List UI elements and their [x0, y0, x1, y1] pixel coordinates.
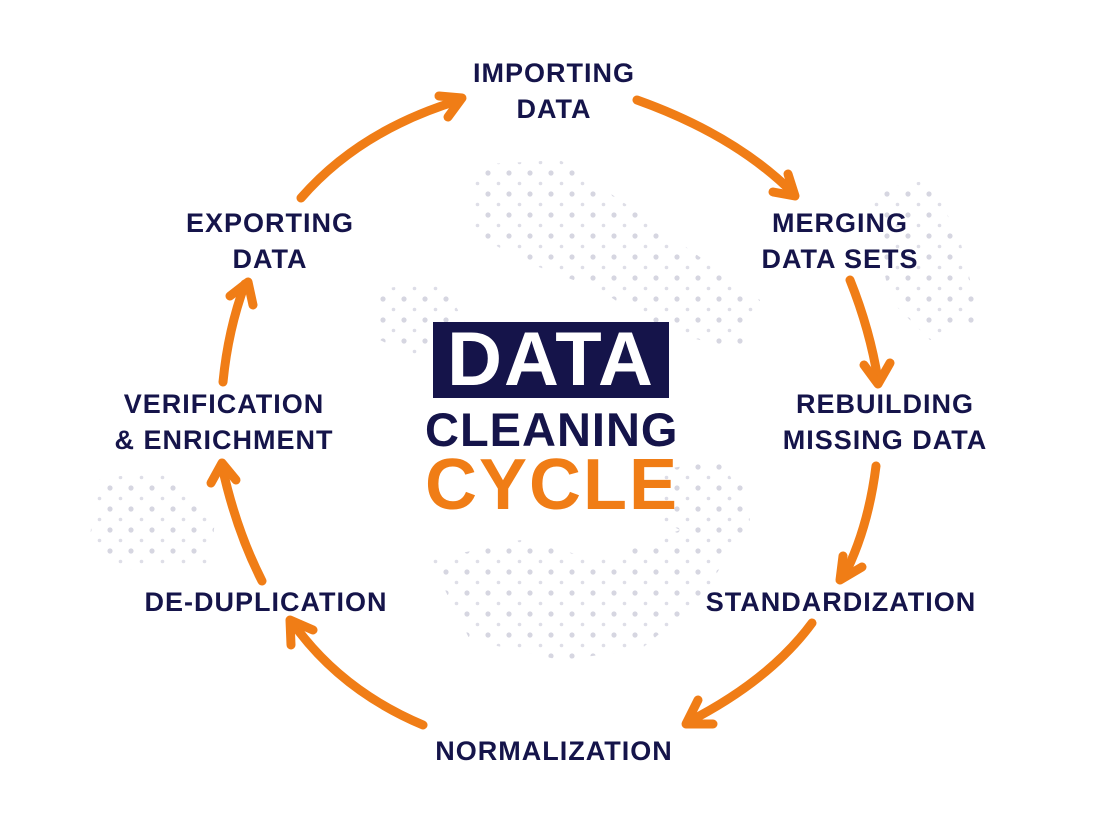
curved-arrow-icon [285, 615, 428, 730]
step-rebuilding-missing-data: REBUILDING MISSING DATA [765, 386, 1005, 458]
step-normalization: NORMALIZATION [415, 733, 693, 769]
step-label-line: NORMALIZATION [435, 736, 673, 766]
step-exporting-data: EXPORTING DATA [170, 205, 370, 277]
curved-arrow-icon [681, 618, 817, 729]
step-importing-data: IMPORTING DATA [440, 55, 668, 127]
step-label-line: REBUILDING [796, 389, 974, 419]
step-verification-enrichment: VERIFICATION & ENRICHMENT [98, 386, 350, 458]
step-label-line: STANDARDIZATION [705, 587, 977, 617]
curved-arrow-icon [632, 95, 800, 201]
step-label-line: DE-DUPLICATION [144, 587, 388, 617]
curved-arrow-icon [206, 458, 267, 586]
curved-arrow-icon [296, 91, 467, 203]
curved-arrow-icon [218, 277, 258, 387]
curved-arrow-icon [845, 275, 895, 389]
step-label-line: EXPORTING [185, 208, 355, 238]
step-label-line: DATA SETS [761, 244, 919, 274]
title-data-box [433, 322, 669, 398]
step-merging-data-sets: MERGING DATA SETS [740, 205, 940, 277]
curved-arrow-icon [835, 461, 881, 585]
step-label-line: MISSING DATA [782, 425, 988, 455]
step-label-line: DATA [516, 94, 592, 124]
step-standardization: STANDARDIZATION [685, 584, 997, 620]
step-label-line: DATA [232, 244, 308, 274]
step-label-line: MERGING [771, 208, 908, 238]
title-cleaning: CLEANING [425, 403, 679, 456]
title-data: DATA [447, 317, 655, 402]
step-label-line: VERIFICATION [123, 389, 325, 419]
step-label-line: IMPORTING [473, 58, 635, 88]
step-label-line: & ENRICHMENT [114, 425, 334, 455]
title-cycle: CYCLE [425, 445, 680, 525]
step-de-duplication: DE-DUPLICATION [125, 584, 407, 620]
